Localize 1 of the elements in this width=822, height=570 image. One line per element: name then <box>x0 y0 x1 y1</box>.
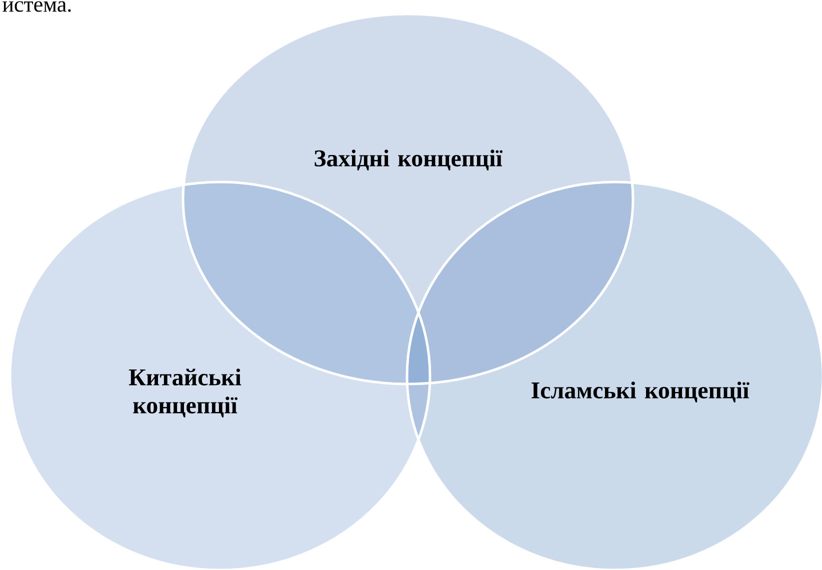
text-fragment: истема. <box>2 1 71 12</box>
